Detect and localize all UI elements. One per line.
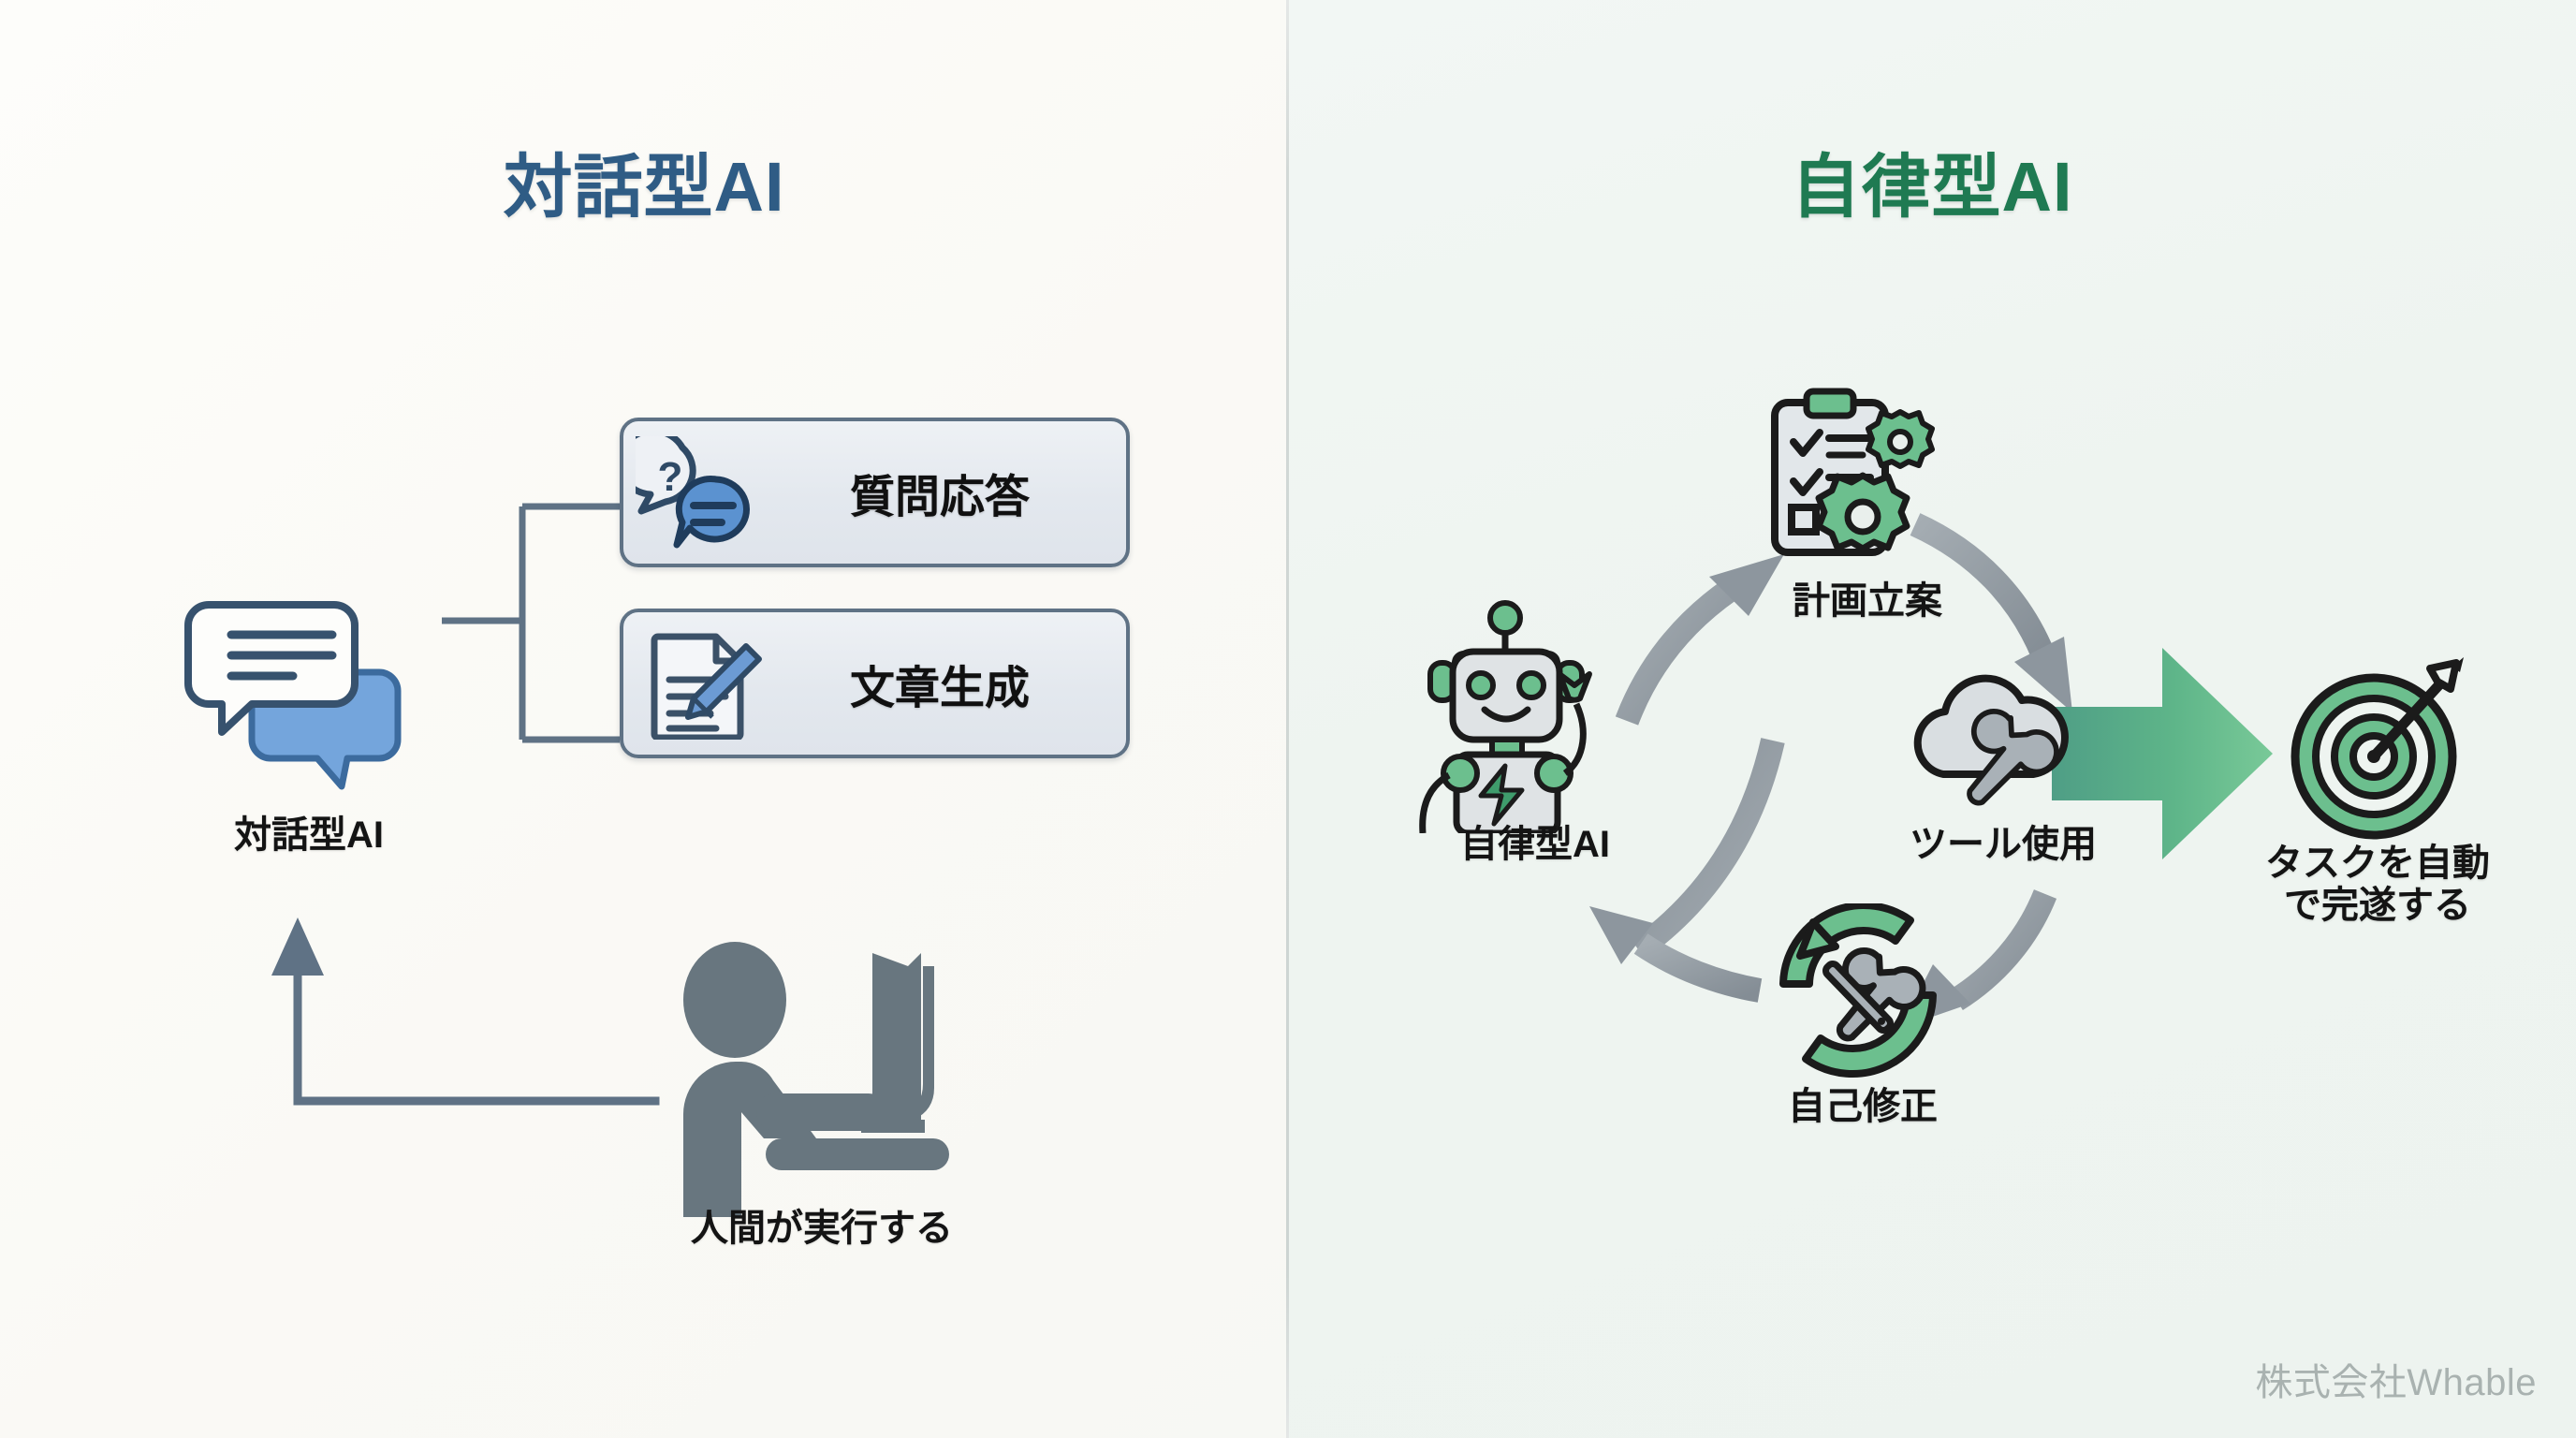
target-arrow-icon bbox=[2275, 655, 2481, 843]
cycle-step-label-planning: 計画立案 bbox=[1793, 580, 1942, 622]
document-pen-icon bbox=[623, 623, 778, 744]
feature-label-text-generation: 文章生成 bbox=[849, 664, 1030, 713]
page-title-autonomous-ai: 自律型AI bbox=[1791, 148, 2073, 226]
robot-icon bbox=[1395, 599, 1647, 837]
cycle-step-label-self-correction: 自己修正 bbox=[1788, 1086, 1938, 1127]
speech-bubbles-question-icon: ? bbox=[623, 432, 778, 553]
actor-label-human: 人間が実行する bbox=[691, 1208, 953, 1249]
panel-divider bbox=[1286, 0, 1289, 1438]
clipboard-gears-icon bbox=[1760, 384, 1966, 571]
feature-card-qa[interactable]: ? 質問応答 bbox=[620, 418, 1130, 567]
outcome-label: タスクを自動 で完遂する bbox=[2265, 843, 2490, 926]
person-at-computer-icon bbox=[655, 936, 992, 1217]
feature-label-qa: 質問応答 bbox=[849, 473, 1030, 522]
page-title-conversational-ai: 対話型AI bbox=[503, 148, 785, 226]
refresh-tools-icon bbox=[1764, 901, 1952, 1081]
company-watermark: 株式会社Whable bbox=[2255, 1362, 2537, 1403]
hub-label-conversational-ai: 対話型AI bbox=[234, 814, 384, 856]
svg-text:?: ? bbox=[657, 454, 682, 500]
chat-bubbles-icon bbox=[173, 590, 445, 796]
feature-card-text-generation[interactable]: 文章生成 bbox=[620, 609, 1130, 758]
cycle-step-label-tool-use: ツール使用 bbox=[1910, 824, 2097, 865]
cloud-wrench-icon bbox=[1900, 669, 2097, 838]
hub-label-autonomous-ai: 自律型AI bbox=[1460, 824, 1610, 865]
